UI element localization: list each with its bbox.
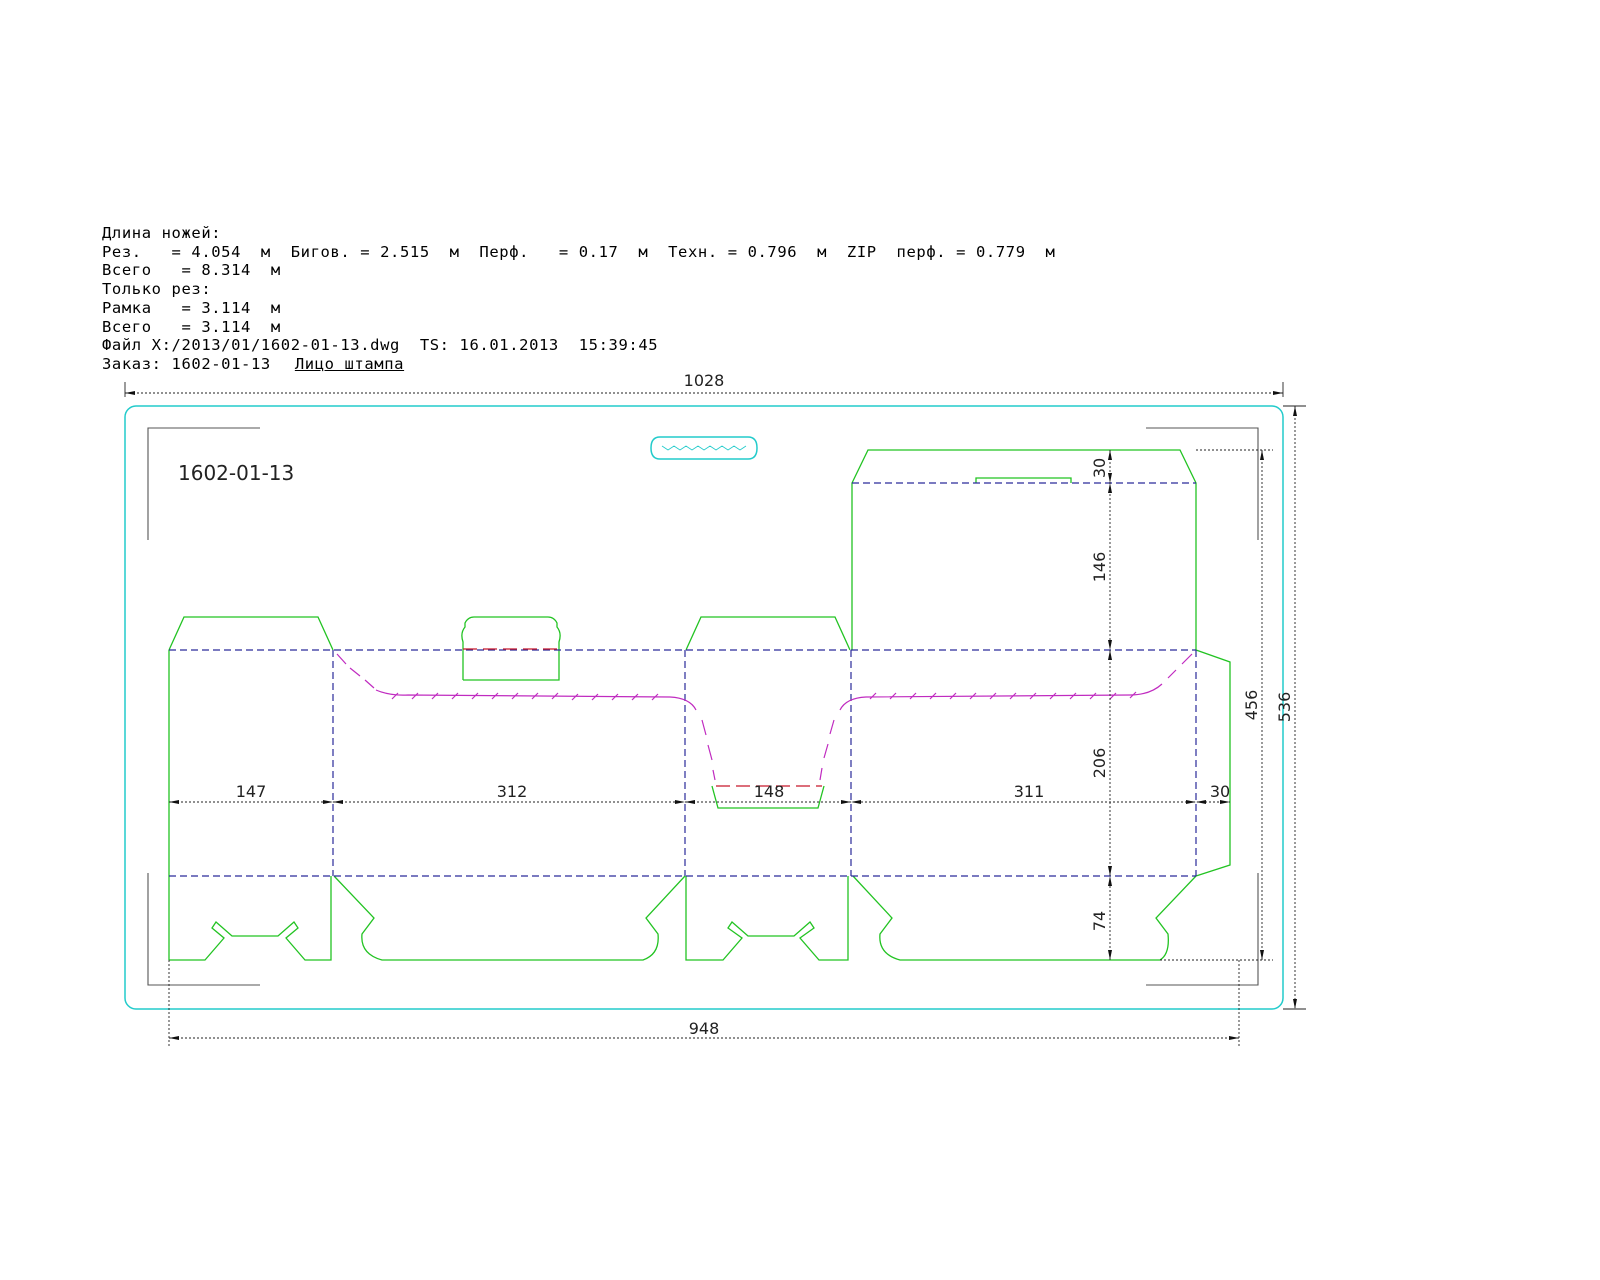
- die-board-frame: [124, 405, 1284, 1010]
- summary-total: Всего = 8.314 м: [102, 261, 281, 280]
- summary-only-cut: Только рез:: [102, 280, 212, 299]
- summary-frame: Рамка = 3.114 м: [102, 298, 281, 317]
- summary-order: Заказ: 1602-01-13 Лицо штампа: [102, 355, 1055, 374]
- summary-title: Длина ножей:: [102, 224, 222, 242]
- dim-blank-height-text: 456: [1242, 690, 1261, 721]
- dim-top-panel-text: 146: [1090, 552, 1109, 583]
- dim-body-height-text: 206: [1090, 748, 1109, 779]
- dimension-blank-width: 948: [168, 960, 1240, 1048]
- part-number-label: 1602-01-13: [178, 461, 294, 485]
- perforation-lines: [463, 648, 822, 787]
- dim-top-tuck-text: 30: [1090, 458, 1109, 478]
- dim-blank-width-text: 948: [689, 1019, 720, 1038]
- dim-overall-width-text: 1028: [684, 371, 725, 390]
- dimension-overall-height: 536: [1275, 405, 1306, 1010]
- summary-file: Файл X:/2013/01/1602-01-13.dwg TS: 16.01…: [102, 336, 659, 355]
- panel-dimensions: 147 312 148 311 30: [169, 782, 1230, 804]
- dim-panel-4-text: 311: [1014, 782, 1045, 801]
- height-dimensions: 30 146 206 74: [1090, 449, 1273, 961]
- dimension-overall-width: 1028: [124, 371, 1284, 397]
- die-face-link[interactable]: Лицо штампа: [294, 354, 405, 373]
- cut-lines: [168, 449, 1231, 961]
- zip-perforation: [336, 653, 1193, 781]
- summary-rule-lengths: Рез. = 4.054 м Бигов. = 2.515 м Перф. = …: [102, 242, 1056, 261]
- crease-lines: [169, 482, 1197, 877]
- dimension-blank-height: 456: [1242, 450, 1264, 960]
- knife-length-summary: Длина ножей: Рез. = 4.054 м Бигов. = 2.5…: [102, 224, 1055, 374]
- dim-panel-1-text: 147: [236, 782, 267, 801]
- dim-overall-height-text: 536: [1275, 692, 1294, 723]
- order-label: Заказ: 1602-01-13: [102, 354, 271, 373]
- dim-bottom-flap-text: 74: [1090, 911, 1109, 931]
- hand-hole: [650, 436, 758, 460]
- dim-glue-flap-text: 30: [1210, 782, 1230, 801]
- corner-marks: [147, 427, 1259, 986]
- summary-total-cut: Всего = 3.114 м: [102, 317, 281, 336]
- dim-panel-2-text: 312: [497, 782, 528, 801]
- dim-panel-3-text: 148: [754, 782, 785, 801]
